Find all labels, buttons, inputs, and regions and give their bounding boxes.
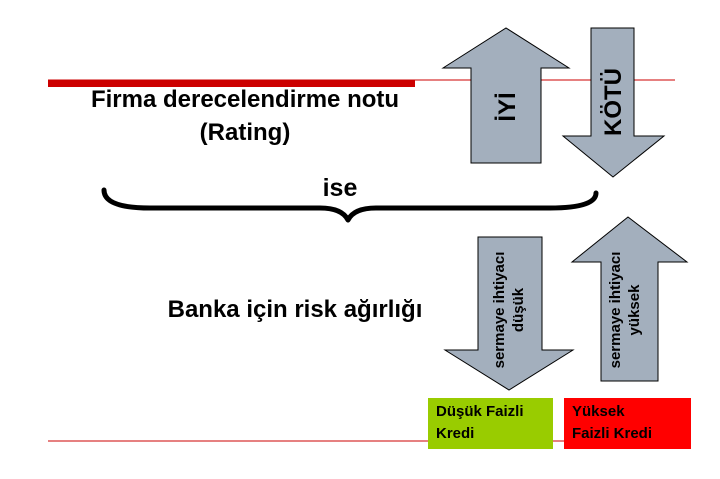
good-arrow-label: İYİ: [494, 92, 521, 121]
risk-weight-label: Banka için risk ağırlığı: [167, 296, 423, 323]
high-interest-line1: Yüksek: [572, 403, 625, 420]
capital-low-label-line1: sermaye ihtiyacı: [491, 252, 508, 369]
capital-low-down-arrow: [443, 236, 575, 391]
capital-low-label-line2: düşük: [510, 287, 527, 332]
capital-high-up-arrow: [570, 216, 689, 382]
top-thick-rule: [48, 80, 415, 87]
curly-brace: [101, 187, 599, 223]
low-interest-line2: Kredi: [436, 425, 475, 442]
bad-down-arrow: [561, 27, 666, 178]
high-interest-line2: Faizli Kredi: [572, 425, 653, 442]
connector-word: ise: [322, 174, 358, 202]
capital-high-label-line1: sermaye ihtiyacı: [607, 252, 624, 369]
high-interest-credit-box: Yüksek Faizli Kredi: [564, 398, 691, 449]
low-interest-credit-box: Düşük Faizli Kredi: [428, 398, 553, 449]
rating-heading-line1: Firma derecelendirme notu: [90, 86, 400, 113]
low-interest-line1: Düşük Faizli: [436, 403, 524, 420]
rating-heading-line2: (Rating): [199, 119, 291, 146]
bad-arrow-label: KÖTÜ: [600, 68, 627, 136]
good-up-arrow: [441, 27, 571, 164]
capital-high-label-line2: yüksek: [626, 284, 643, 336]
